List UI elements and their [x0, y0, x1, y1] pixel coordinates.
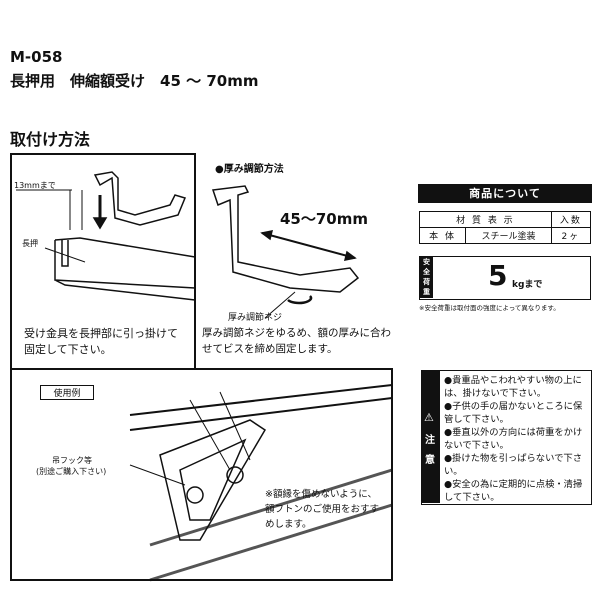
example-label: 使用例: [40, 385, 94, 400]
quantity-cell: 2ヶ: [550, 227, 592, 244]
example-note: ※額縁を傷めないように、額フトンのご使用をおすすめします。: [265, 489, 380, 530]
material-cell: スチール塗装: [465, 227, 552, 244]
caution-sidebar: ⚠ 注意: [422, 371, 440, 503]
safe-load-unit: kgまで: [512, 280, 543, 290]
step2-drawing: [211, 185, 360, 319]
screw-label: 厚み調節ネジ: [228, 313, 283, 323]
step2-heading: ●厚み調節方法: [215, 164, 284, 175]
warning-triangle-icon: ⚠: [424, 411, 434, 424]
caution-label: 注意: [425, 435, 435, 466]
caution-item: ●子供の手の届かないところに保管して下さい。: [444, 401, 583, 425]
model-number: M-058: [10, 48, 63, 66]
example-panel: [10, 368, 393, 581]
caution-item: ●貴重品やこわれやすい物の上には、掛けないで下さい。: [444, 375, 582, 399]
safe-load-value: 5: [488, 259, 508, 292]
hook-note: (別途ご購入下さい): [36, 467, 107, 476]
safe-load-note: ※安全荷重は取付面の強度によって異なります。: [419, 304, 560, 312]
step1-drawing: [16, 171, 196, 301]
hook-label: 吊フック等: [52, 456, 92, 465]
material-header: 材 質 表 示: [419, 211, 552, 228]
section-title: 取付け方法: [10, 130, 91, 149]
caution-item: ●掛けた物を引っぱらないで下さい。: [444, 453, 582, 477]
caution-item: ●安全の為に定期的に点検・清掃して下さい。: [444, 479, 583, 503]
step1-instruction: 受け金具を長押部に引っ掛けて固定して下さい。: [24, 327, 178, 356]
caution-box: ⚠ 注意 ●貴重品やこわれやすい物の上には、掛けないで下さい。 ●子供の手の届か…: [421, 370, 592, 505]
caution-list: ●貴重品やこわれやすい物の上には、掛けないで下さい。 ●子供の手の届かないところ…: [444, 374, 590, 504]
safe-load-box: 安全荷重 5 kgまで: [419, 256, 591, 300]
dimension-label: 13mmまで: [14, 181, 56, 190]
adjust-range: 45～70mm: [280, 210, 369, 228]
product-title: 長押用 伸縮額受け 45 ～ 70mm: [10, 72, 259, 90]
nageshi-label: 長押: [22, 239, 38, 248]
step2-instruction: 厚み調節ネジをゆるめ、額の厚みに合わせてビスを締め固定します。: [202, 327, 391, 355]
product-heading: 商品について: [418, 184, 592, 203]
part-cell: 本 体: [418, 227, 467, 244]
example-drawing: [129, 384, 393, 582]
caution-item: ●垂直以外の方向には荷重をかけないで下さい。: [444, 427, 583, 451]
safe-load-label: 安全荷重: [420, 257, 433, 298]
quantity-header: 入数: [550, 211, 592, 228]
